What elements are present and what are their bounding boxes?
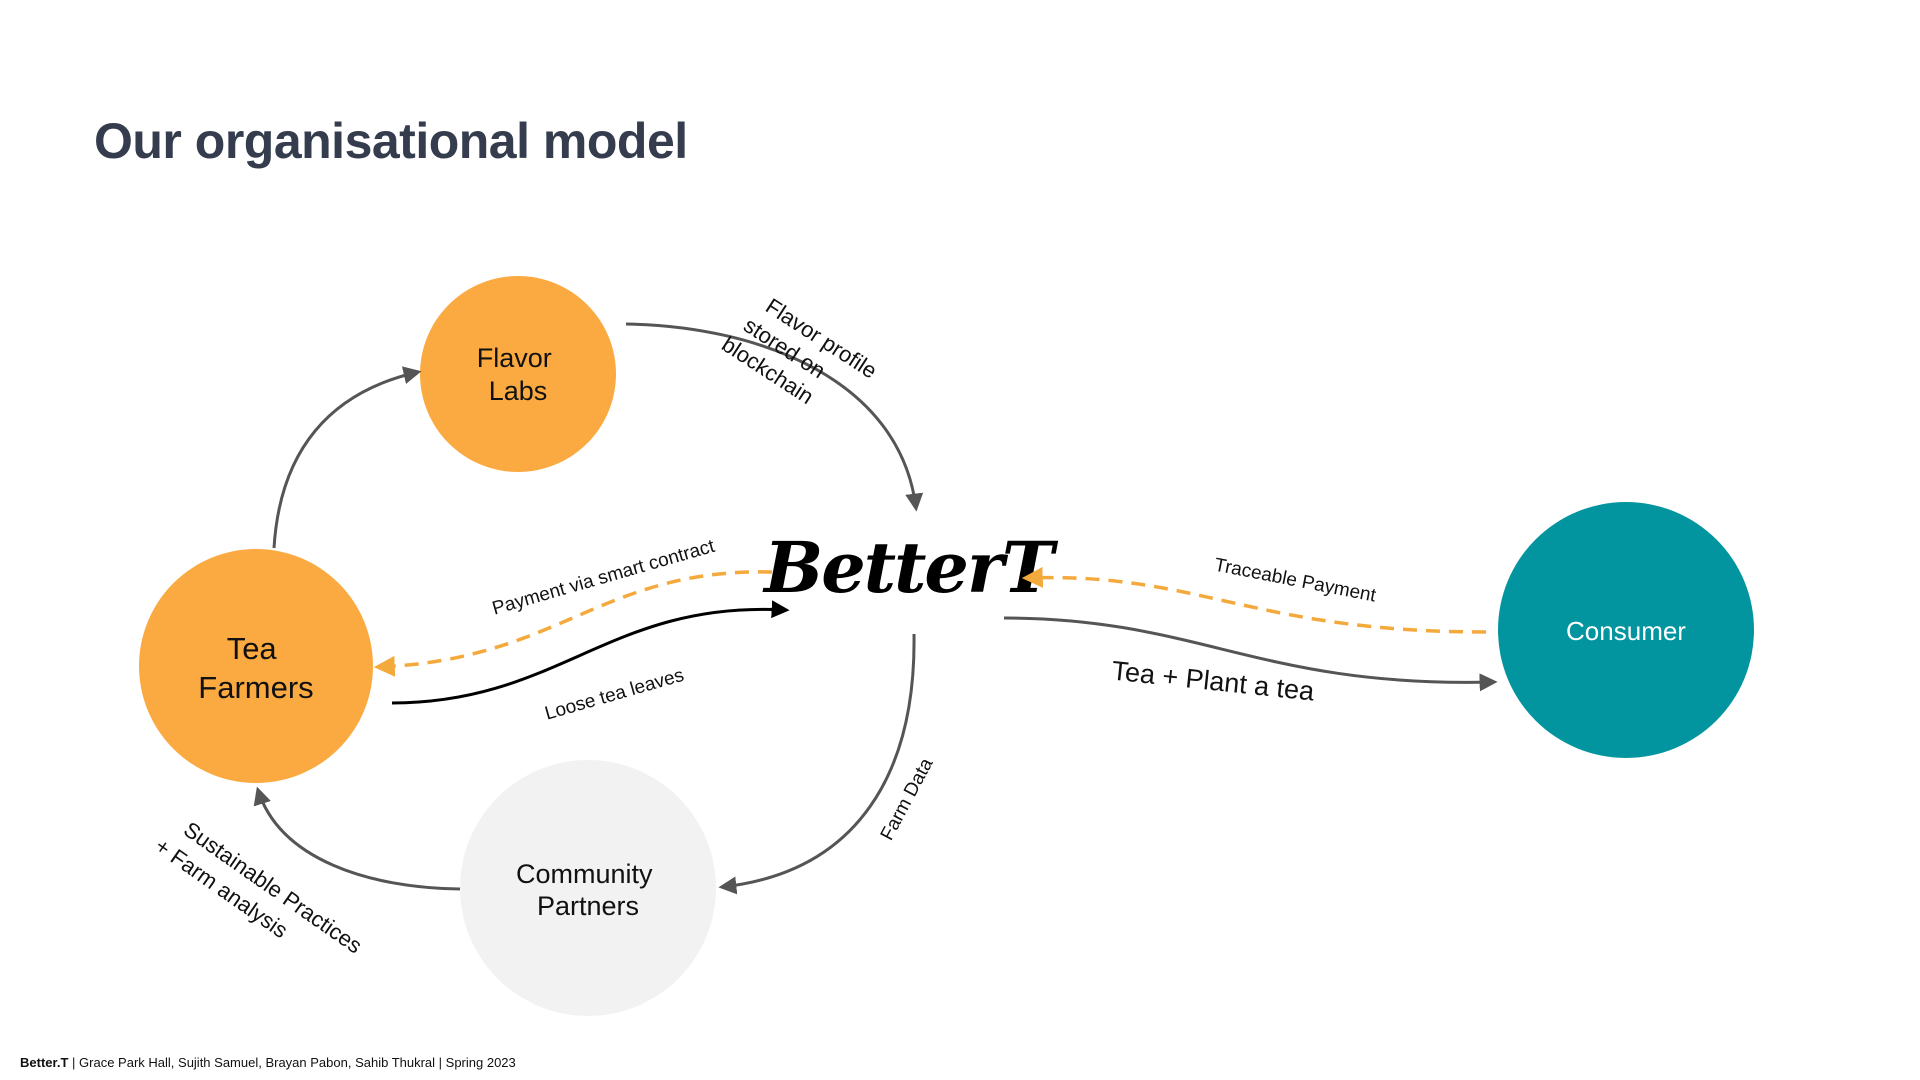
consumer-node	[1498, 502, 1754, 758]
consumer-label: Consumer	[1566, 616, 1686, 646]
arrow-tea-farmers-to-flavor-labs	[272, 366, 422, 549]
community-partners-label: Community Partners	[516, 859, 660, 921]
payment-smart-contract-label: Payment via smart contract	[490, 536, 718, 620]
footer: Better.T | Grace Park Hall, Sujith Samue…	[20, 1055, 516, 1070]
slide-title: Our organisational model	[94, 113, 688, 169]
arrow-consumer-payment-to-betterT	[1021, 566, 1487, 634]
flavor-labs-node	[420, 276, 616, 472]
arrow-community-partners-to-tea-farmers	[253, 786, 461, 891]
tea-farmers-node	[139, 549, 373, 783]
arrow-tea-farmers-to-betterT	[391, 600, 790, 705]
footer-separator: |	[72, 1055, 76, 1070]
footer-credits: Grace Park Hall, Sujith Samuel, Brayan P…	[79, 1055, 516, 1070]
arrow-betterT-to-community-partners	[718, 633, 916, 895]
arrow-flavor-labs-to-betterT	[625, 322, 924, 512]
traceable-payment-label: Traceable Payment	[1213, 555, 1379, 607]
arrow-betterT-to-consumer	[1003, 616, 1498, 692]
footer-brand: Better.T	[20, 1055, 69, 1070]
farm-data-label: Farm Data	[877, 754, 938, 843]
flavor-labs-label: Flavor Labs	[477, 343, 560, 406]
loose-tea-leaves-label: Loose tea leaves	[543, 665, 687, 725]
flavor-profile-label: Flavor profile stored on blockchain	[717, 285, 886, 434]
betterT-logo: BetterT	[762, 526, 1059, 609]
sustainable-practices-label: Sustainable Practices + Farm analysis	[150, 809, 371, 987]
tea-farmers-label: Tea Farmers	[198, 631, 313, 705]
community-partners-node	[460, 760, 716, 1016]
